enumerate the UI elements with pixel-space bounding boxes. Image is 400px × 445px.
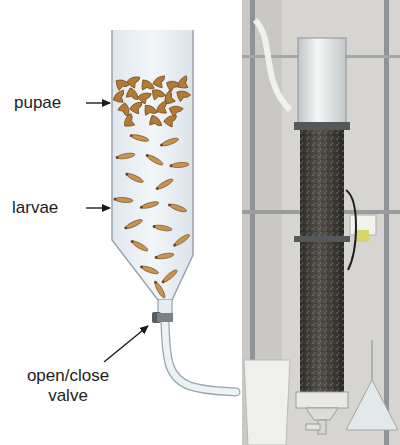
part-label: open/close valve [8, 366, 128, 406]
part-label: larvae [12, 198, 58, 218]
part-label: pupae [14, 93, 61, 113]
